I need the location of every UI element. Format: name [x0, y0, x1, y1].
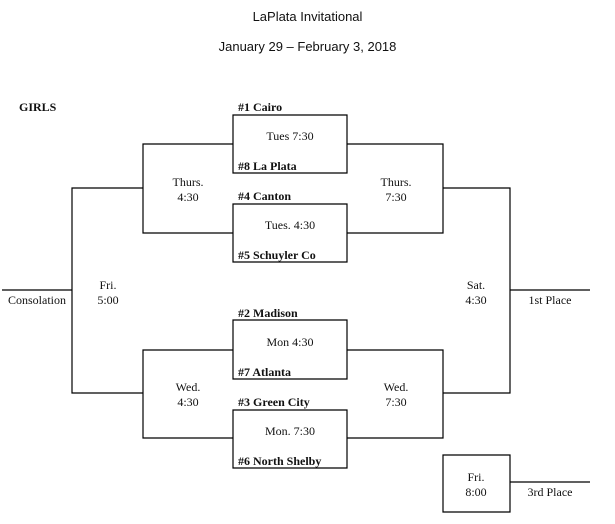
division-label: GIRLS [19, 100, 57, 114]
game2-time: Tues. 4:30 [264, 218, 316, 232]
first-place-label: 1st Place [528, 293, 572, 307]
bracket-bottom-left [142, 349, 233, 439]
team-la-plata: #8 La Plata [238, 159, 297, 173]
consolation-time: 5:00 [97, 293, 119, 307]
game2-box [232, 203, 348, 263]
team-atlanta: #7 Atlanta [238, 365, 292, 379]
game1-box [232, 114, 348, 174]
team-canton: #4 Canton [238, 189, 292, 203]
game3-time: Mon 4:30 [266, 335, 314, 349]
semi-bottom-left-day: Wed. [175, 380, 201, 394]
third-place-day: Fri. [467, 470, 485, 484]
team-schuyler-co: #5 Schuyler Co [238, 248, 316, 262]
team-north-shelby: #6 North Shelby [238, 454, 322, 468]
third-place-time: 8:00 [465, 485, 487, 499]
semi-top-left-time: 4:30 [177, 190, 199, 204]
game1-time: Tues 7:30 [266, 129, 314, 143]
semi-bottom-left-time: 4:30 [177, 395, 199, 409]
consolation-day: Fri. [99, 278, 117, 292]
bracket-bottom-right [347, 349, 444, 439]
team-cairo: #1 Cairo [238, 100, 283, 114]
bracket-third [442, 454, 511, 513]
game4-time: Mon. 7:30 [264, 424, 315, 438]
semi-top-left-day: Thurs. [172, 175, 204, 189]
game3-box [232, 319, 348, 380]
third-place-label: 3rd Place [527, 485, 573, 499]
final-day: Sat. [466, 278, 486, 292]
page-title: LaPlata Invitational [252, 9, 363, 24]
date-range: January 29 – February 3, 2018 [218, 39, 397, 54]
semi-top-right-day: Thurs. [380, 175, 412, 189]
semi-bottom-right-time: 7:30 [385, 395, 407, 409]
game4-box [232, 409, 348, 469]
final-time: 4:30 [465, 293, 487, 307]
team-green-city: #3 Green City [238, 395, 310, 409]
semi-top-right-time: 7:30 [385, 190, 407, 204]
team-madison: #2 Madison [238, 306, 298, 320]
semi-bottom-right-day: Wed. [383, 380, 409, 394]
consolation-label: Consolation [7, 293, 66, 307]
